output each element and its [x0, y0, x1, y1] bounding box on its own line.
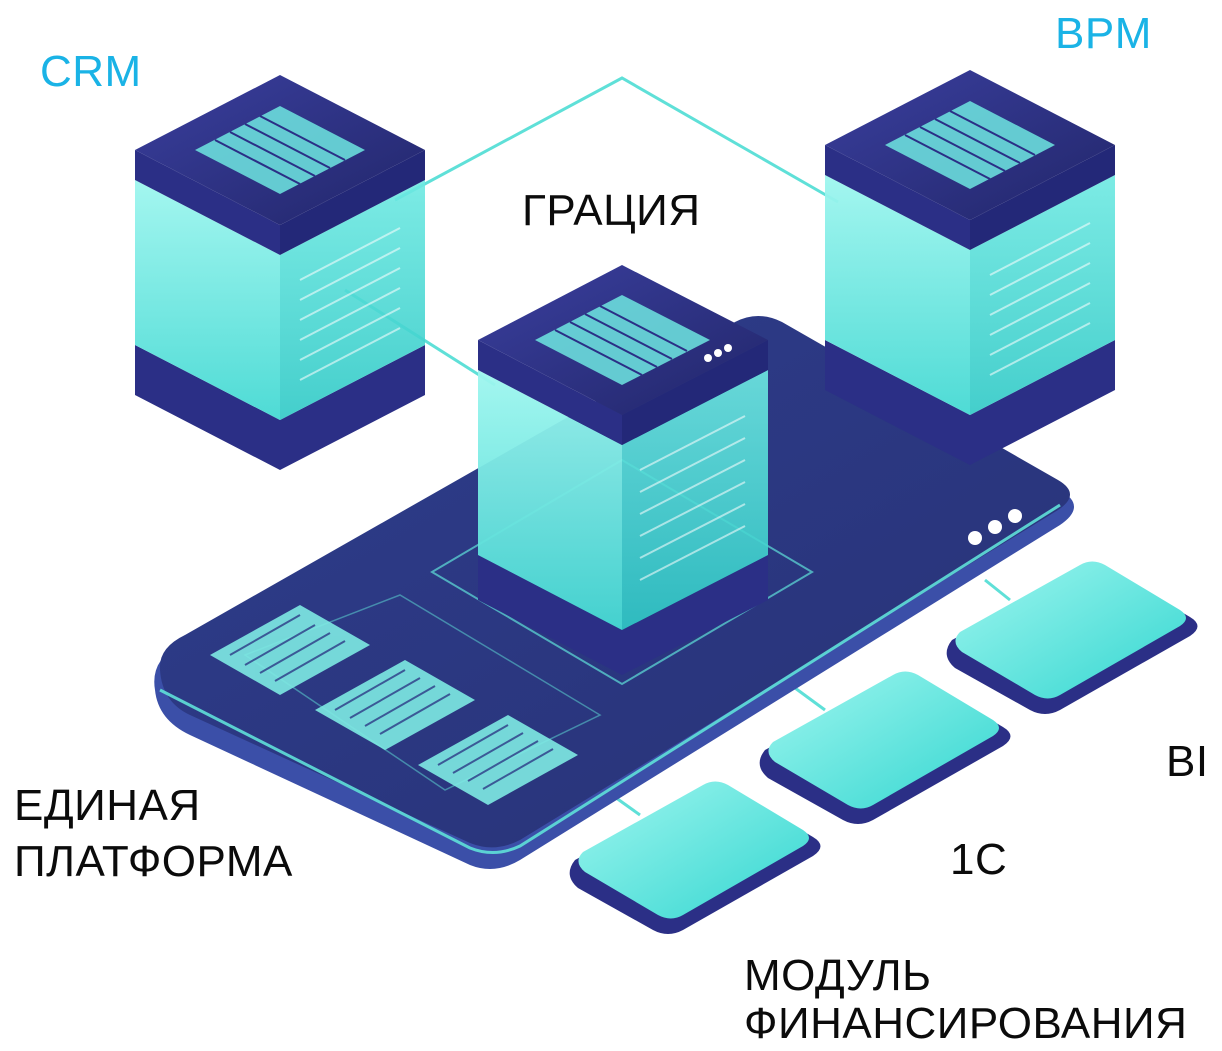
- module-chip-1c: [759, 671, 1011, 824]
- label-bi: BI: [1166, 737, 1209, 786]
- connector-crm-bpm: [394, 76, 839, 204]
- label-platform-line2: ПЛАТФОРМА: [14, 837, 293, 886]
- vent-tiles: [210, 605, 578, 805]
- label-platform-line1: ЕДИНАЯ: [14, 781, 201, 830]
- platform-dot-icon: [1008, 509, 1022, 523]
- module-chip-finance: [569, 781, 821, 934]
- server-cube-bpm: [825, 70, 1115, 465]
- label-finance-line1: МОДУЛЬ: [744, 951, 932, 1000]
- connector-platform-1c: [794, 686, 826, 712]
- platform-dot-icon: [988, 520, 1002, 534]
- server-cube-center: [478, 265, 768, 675]
- label-bpm: BPM: [1055, 9, 1152, 58]
- module-chip-bi: [946, 561, 1198, 714]
- platform-dot-icon: [968, 531, 982, 545]
- label-finance-line2: ФИНАНСИРОВАНИЯ: [744, 999, 1188, 1048]
- label-crm: CRM: [40, 47, 142, 96]
- label-center: ГРАЦИЯ: [522, 186, 701, 235]
- connector-platform-bi: [984, 578, 1011, 602]
- server-cube-crm: [135, 75, 425, 470]
- label-1c: 1С: [950, 835, 1008, 884]
